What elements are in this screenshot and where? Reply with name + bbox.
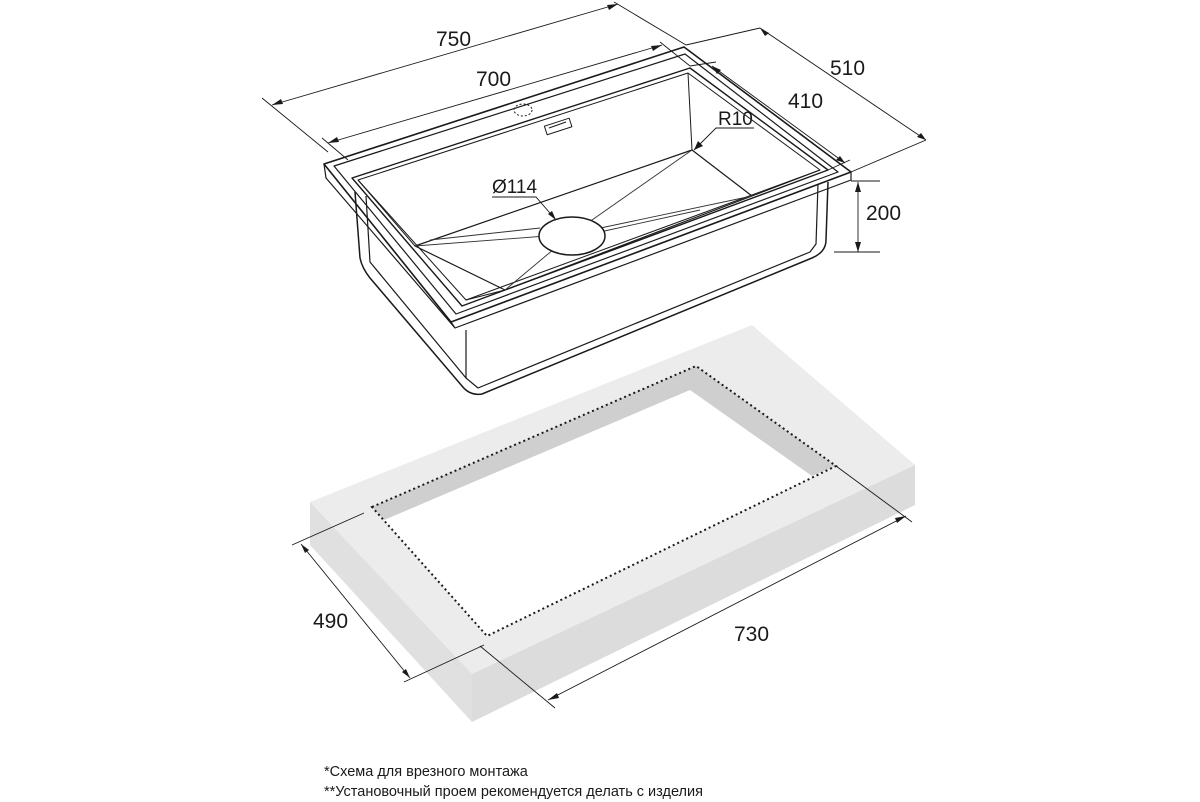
sink-body-outline — [354, 181, 829, 396]
dim-200-label: 200 — [866, 202, 901, 225]
drain-diameter-label: Ø114 — [492, 177, 538, 198]
dim-730-label: 730 — [734, 623, 769, 646]
note-cutout-recommendation: **Установочный проем рекомендуется делат… — [324, 784, 703, 800]
drain-leader — [492, 196, 557, 221]
dim-510-label: 510 — [830, 57, 865, 80]
cutout-arrowheads — [301, 516, 906, 700]
sink-dimension-lines — [261, 1, 927, 253]
sink-rim-outer — [323, 46, 852, 323]
sink-drain — [538, 216, 606, 256]
sink-bowl-corners — [357, 72, 821, 301]
sink-body-bottom-edge — [465, 183, 819, 389]
dimension-arrowheads — [272, 4, 926, 252]
countertop-right-edge — [472, 465, 915, 722]
sink-rim-inner — [333, 53, 839, 315]
dim-750-label: 750 — [436, 28, 471, 51]
radius-leader — [693, 127, 754, 151]
dim-730-line — [547, 515, 907, 701]
sink-tap-hole — [513, 103, 533, 117]
dim-750-line — [271, 3, 619, 106]
note-mounting-type: *Схема для врезного монтажа — [324, 764, 528, 780]
dim-490-label: 490 — [313, 610, 348, 633]
radius-label: R10 — [718, 109, 753, 130]
dim-700-label: 700 — [476, 68, 511, 91]
sink-brand-plate — [543, 117, 573, 136]
sink-body-side-line — [365, 195, 467, 379]
cutout-inner-wall — [372, 366, 836, 520]
dim-510-line — [759, 27, 927, 141]
dim-490-line — [300, 543, 411, 679]
cutout-dimension-lines — [291, 465, 913, 709]
footnotes: *Схема для врезного монтажа **Установочн… — [324, 762, 703, 802]
dim-410-label: 410 — [788, 90, 823, 113]
countertop-front-edge — [310, 502, 472, 722]
countertop-drawing — [310, 325, 915, 722]
sink-rim-edge — [323, 163, 852, 329]
dim-410-line — [711, 65, 846, 164]
countertop-surface — [310, 325, 915, 674]
dim-700-line — [327, 44, 663, 144]
